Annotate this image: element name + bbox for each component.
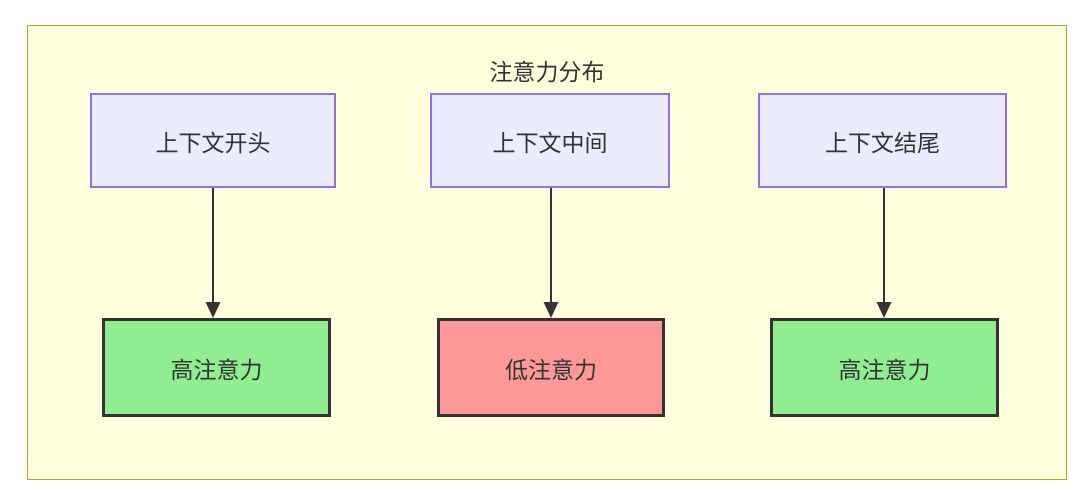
node-context-middle: 上下文中间 [430,93,670,188]
node-context-start-label: 上下文开头 [155,129,271,156]
cluster-title: 注意力分布 [489,59,605,85]
node-context-start: 上下文开头 [90,93,336,188]
node-high-attention-2: 高注意力 [770,318,999,417]
node-low-attention-label: 低注意力 [505,356,597,383]
node-context-middle-label: 上下文中间 [492,129,608,156]
node-context-end: 上下文结尾 [758,93,1007,188]
node-high-attention-1-label: 高注意力 [170,356,263,383]
node-high-attention-2-label: 高注意力 [838,356,931,383]
node-low-attention: 低注意力 [437,318,665,417]
node-high-attention-1: 高注意力 [102,318,331,417]
node-context-end-label: 上下文结尾 [825,129,940,156]
